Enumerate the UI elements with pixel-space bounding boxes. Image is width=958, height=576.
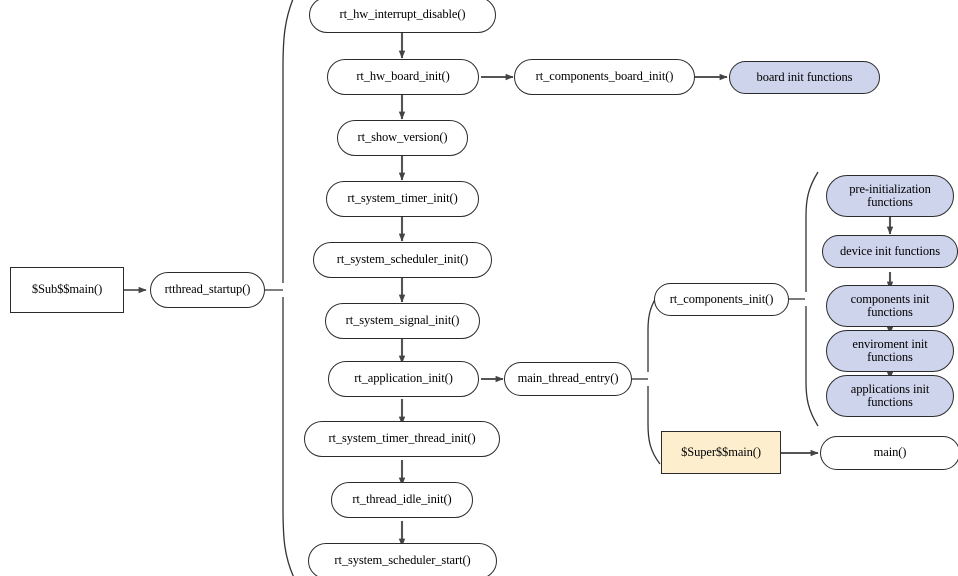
node-rt-system-timer-thread-init[interactable]: rt_system_timer_thread_init(): [304, 421, 500, 457]
node-main-label: main(): [873, 445, 907, 460]
node-pre-initialization-functions-label: pre-initialization functions: [849, 181, 931, 209]
node-rt-application-init-label: rt_application_init(): [354, 371, 453, 386]
node-main[interactable]: main(): [820, 436, 958, 470]
node-rt-hw-interrupt-disable-label: rt_hw_interrupt_disable(): [339, 7, 466, 22]
node-rt-show-version[interactable]: rt_show_version(): [337, 120, 468, 156]
node-pre-initialization-functions[interactable]: pre-initialization functions: [826, 175, 954, 217]
node-applications-init-functions-label: applications init functions: [850, 381, 930, 409]
node-super-main-label: $Super$$main(): [681, 444, 761, 459]
node-sub-main-label: $Sub$$main(): [31, 282, 103, 297]
node-rt-thread-idle-init[interactable]: rt_thread_idle_init(): [331, 482, 473, 518]
node-rt-components-board-init-label: rt_components_board_init(): [535, 69, 674, 84]
node-rt-system-timer-init-label: rt_system_timer_init(): [347, 191, 458, 206]
node-rt-system-signal-init-label: rt_system_signal_init(): [345, 313, 460, 328]
node-rt-hw-board-init-label: rt_hw_board_init(): [356, 69, 450, 84]
node-device-init-functions-label: device init functions: [840, 243, 940, 258]
node-super-main[interactable]: $Super$$main(): [661, 431, 781, 474]
node-rt-components-board-init[interactable]: rt_components_board_init(): [514, 59, 695, 95]
node-rt-show-version-label: rt_show_version(): [357, 130, 448, 145]
node-rt-system-scheduler-init-label: rt_system_scheduler_init(): [336, 252, 469, 267]
node-rt-application-init[interactable]: rt_application_init(): [328, 361, 479, 397]
node-components-init-functions[interactable]: components init functions: [826, 285, 954, 327]
node-rt-system-timer-init[interactable]: rt_system_timer_init(): [326, 181, 479, 217]
brace-startup-sequence: [282, 0, 294, 576]
node-rtthread-startup-label: rtthread_startup(): [164, 282, 251, 297]
node-board-init-functions[interactable]: board init functions: [729, 61, 880, 94]
node-applications-init-functions[interactable]: applications init functions: [826, 375, 954, 417]
brace-main-thread-entry-group: [632, 291, 661, 465]
node-rt-thread-idle-init-label: rt_thread_idle_init(): [352, 492, 452, 507]
node-components-init-functions-label: components init functions: [850, 291, 930, 319]
node-rt-components-init[interactable]: rt_components_init(): [654, 283, 789, 316]
node-device-init-functions[interactable]: device init functions: [822, 235, 958, 268]
node-rt-hw-board-init[interactable]: rt_hw_board_init(): [327, 59, 479, 95]
node-enviroment-init-functions[interactable]: enviroment init functions: [826, 330, 954, 372]
node-sub-main[interactable]: $Sub$$main(): [10, 267, 124, 313]
node-rt-system-scheduler-start[interactable]: rt_system_scheduler_start(): [308, 543, 497, 576]
node-rt-components-init-label: rt_components_init(): [669, 291, 774, 306]
node-rt-system-signal-init[interactable]: rt_system_signal_init(): [325, 303, 480, 339]
brace-components-init-group: [789, 171, 819, 427]
node-rt-system-timer-thread-init-label: rt_system_timer_thread_init(): [328, 431, 476, 446]
node-main-thread-entry-label: main_thread_entry(): [517, 371, 619, 386]
node-main-thread-entry[interactable]: main_thread_entry(): [504, 362, 632, 396]
node-rt-hw-interrupt-disable[interactable]: rt_hw_interrupt_disable(): [309, 0, 496, 33]
node-enviroment-init-functions-label: enviroment init functions: [852, 336, 928, 364]
node-board-init-functions-label: board init functions: [756, 69, 853, 84]
node-rt-system-scheduler-start-label: rt_system_scheduler_start(): [334, 553, 471, 568]
node-rt-system-scheduler-init[interactable]: rt_system_scheduler_init(): [313, 242, 492, 278]
node-rtthread-startup[interactable]: rtthread_startup(): [150, 272, 265, 308]
